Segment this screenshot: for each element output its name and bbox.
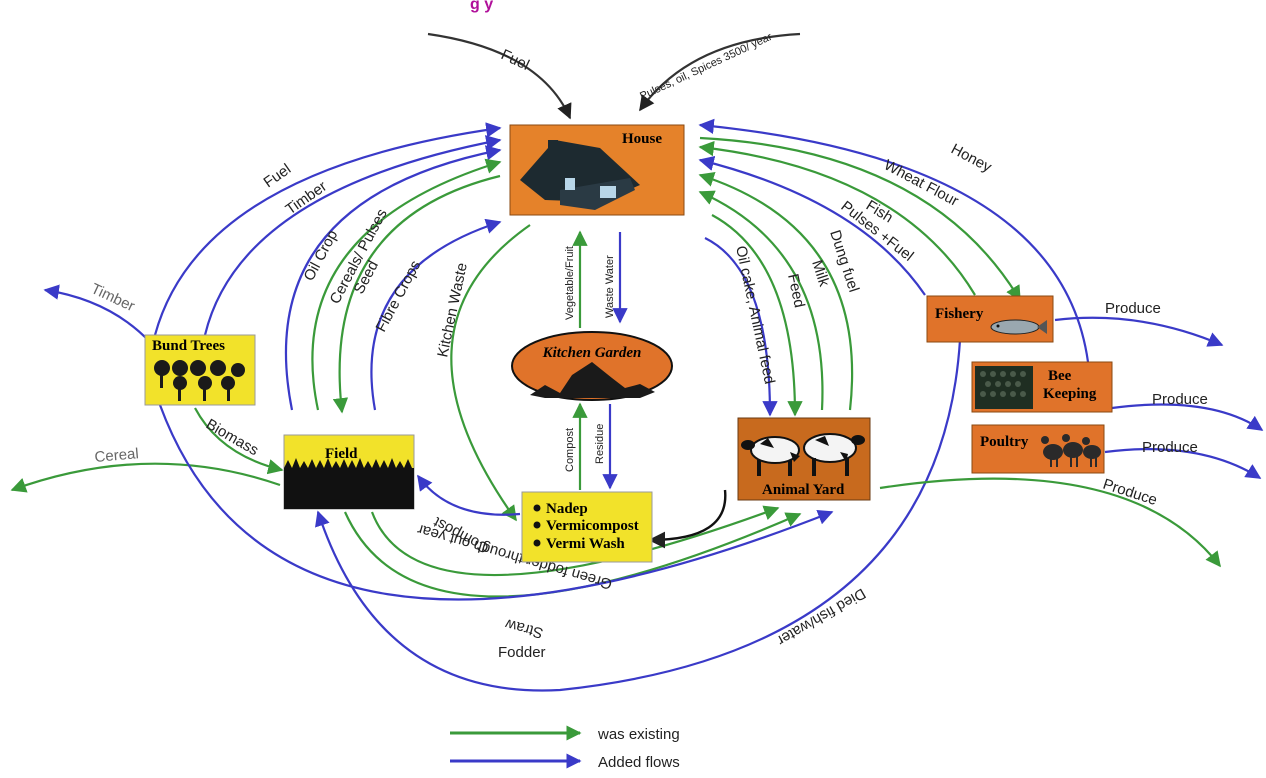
label-fibre-crops: Fibre Crops [373, 258, 425, 335]
flows [10, 32, 1264, 692]
nadep-item-2: Vermicompost [546, 518, 639, 534]
cattle-icon [741, 433, 865, 476]
flow-produce-animal [879, 477, 1221, 568]
trees-icon [154, 360, 245, 401]
label-dung-fuel: Dung fuel [826, 228, 862, 294]
label-timber-out: Timber [88, 280, 137, 315]
animal-yard-node: Animal Yard [737, 417, 871, 501]
fishery-node: Fishery [926, 295, 1054, 343]
legend-existing-label: was existing [597, 726, 680, 743]
label-milk: Milk [808, 258, 833, 289]
flow-fodder [158, 404, 834, 601]
label-produce-poultry: Produce [1142, 439, 1198, 456]
fish-icon [990, 319, 1047, 335]
flow-feed [711, 214, 803, 417]
label-fodder: Fodder [498, 644, 546, 661]
kitchen-garden-title: Kitchen Garden [542, 345, 642, 361]
flow-milk [698, 190, 824, 411]
field-node: Field [283, 434, 415, 510]
bee-keeping-title-1: Bee [1048, 368, 1072, 384]
label-produce-animal: Produce [1101, 476, 1159, 509]
nadep-node: Nadep Vermicompost Vermi Wash [521, 491, 653, 563]
flow-timber-out [43, 284, 151, 343]
bund-trees-title: Bund Trees [152, 338, 225, 354]
flow-fuel-top [427, 32, 572, 120]
flow-compost-field [417, 474, 521, 516]
flow-wheat-flour [699, 136, 1021, 302]
bund-trees-node: Bund Trees [144, 334, 256, 406]
flow-animal-to-nadep [648, 489, 727, 549]
flow-straw [343, 511, 802, 598]
label-feed: Feed [784, 272, 808, 309]
flow-cereal-out [10, 462, 281, 493]
animal-yard-title: Animal Yard [762, 482, 845, 498]
legend-added-label: Added flows [598, 754, 680, 771]
label-compost-up: Compost [564, 428, 576, 472]
poultry-title: Poultry [980, 434, 1029, 450]
bee-keeping-node: Bee Keeping [971, 361, 1113, 413]
flow-seed [332, 174, 501, 414]
field-title: Field [325, 446, 358, 462]
flow-pulses-oil-spices [639, 32, 801, 112]
label-died-fish: Died fish/water [774, 585, 868, 649]
flow-kitchen-waste [450, 224, 531, 522]
crop-icon [284, 468, 414, 509]
flow-cereals-pulses [311, 158, 502, 411]
fishery-title: Fishery [935, 306, 984, 322]
house-node: House [509, 124, 685, 216]
flow-produce-poultry [1104, 448, 1262, 479]
flow-oil-cake [704, 237, 778, 417]
flow-fish [698, 140, 976, 296]
label-pulses-oil-spices: Pulses, oil, Spices 3500/ year [638, 31, 774, 103]
label-straw: Straw [503, 615, 545, 641]
flow-honey [698, 118, 1090, 363]
kitchen-garden-node: Kitchen Garden [511, 331, 673, 401]
flow-green-fodder [370, 505, 780, 577]
flow-fibre-crops [370, 218, 502, 411]
label-oil-cake: Oil cake, Animal feed [732, 244, 778, 385]
garden-plants-icon [530, 362, 655, 398]
house-title: House [622, 131, 662, 147]
flow-biomass [194, 407, 284, 475]
flow-pulses-fuel [698, 155, 926, 296]
label-biomass: Biomass [203, 416, 261, 459]
poultry-node: Poultry [971, 424, 1105, 474]
legend: was existing Added flows [450, 725, 680, 771]
flow-timber-bund [203, 135, 502, 336]
bee-keeping-title-2: Keeping [1043, 386, 1097, 402]
label-produce-bee: Produce [1152, 391, 1208, 408]
label-cereal-out: Cereal [94, 445, 140, 466]
label-honey: Honey [948, 141, 995, 177]
flow-dung-fuel [698, 171, 854, 411]
header-fragment: g y [470, 0, 493, 13]
label-residue: Residue [594, 424, 606, 464]
label-kitchen-waste: Kitchen Waste [434, 261, 471, 359]
hens-icon [1041, 434, 1101, 467]
flow-died-fish [315, 339, 962, 692]
flow-produce-fishery [1054, 316, 1224, 347]
flow-fuel-bund [153, 122, 502, 336]
flow-oil-crop [284, 145, 502, 411]
label-fuel-top: Fuel [498, 46, 532, 74]
label-produce-fishery: Produce [1105, 300, 1161, 317]
nadep-item-3: Vermi Wash [546, 536, 625, 552]
label-vegetable-fruit: Vegetable/Fruit [564, 246, 576, 320]
label-oil-crop: Oil Crop [301, 227, 342, 284]
label-waste-water: Waste Water [604, 255, 616, 318]
flow-produce-bee [1111, 403, 1264, 431]
house-icon [520, 140, 640, 210]
nadep-item-1: Nadep [546, 501, 588, 517]
